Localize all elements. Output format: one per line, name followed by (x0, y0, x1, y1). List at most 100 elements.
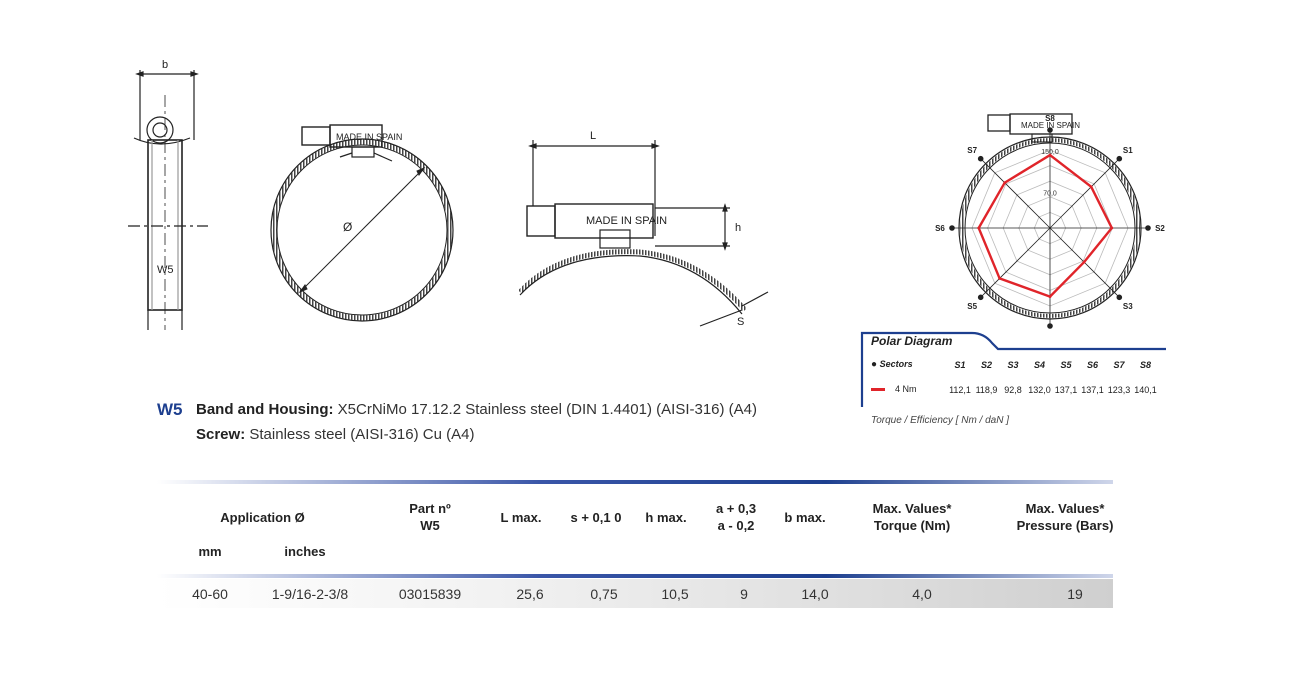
header-part-no-1: Part nº (409, 501, 451, 516)
spoke-s3 (1049, 227, 1106, 284)
header-part-no: Part nº W5 (385, 500, 475, 534)
sector-label-s4: S4 (1045, 334, 1055, 335)
header-a-2: a - 0,2 (717, 518, 755, 533)
header-h-max: h max. (645, 510, 687, 525)
header-pressure: Max. Values* Pressure (Bars) (1000, 500, 1130, 534)
header-s: s + 0,1 0 (570, 510, 622, 525)
header-torque-2: Torque (Nm) (873, 518, 951, 533)
table-mid-rule (157, 574, 1113, 578)
cell-b-max: 14,0 (801, 586, 829, 602)
polar-sectors-header: ● Sectors (871, 359, 913, 370)
series-color-swatch (871, 388, 885, 391)
header-mm: mm (198, 544, 222, 559)
spoke-ext-s3 (1104, 282, 1120, 298)
band-value: X5CrNiMo 17.12.2 Stainless steel (DIN 1.… (337, 401, 758, 418)
polar-value-7: 123,3 (1107, 385, 1131, 395)
polar-value-8: 140,1 (1134, 385, 1157, 395)
front-view-drawing (270, 124, 454, 322)
material-code: W5 (157, 400, 183, 419)
polar-value-6: 137,1 (1081, 385, 1104, 395)
header-torque-1: Max. Values* (872, 501, 952, 516)
side-view-drawing (128, 70, 208, 330)
series-point-s4 (1048, 295, 1052, 298)
series-point-s5 (998, 277, 1001, 280)
sector-label-s5: S5 (967, 302, 977, 311)
length-made-in-label: MADE IN SPAIN (586, 215, 667, 227)
series-point-s7 (1003, 181, 1007, 185)
sector-label-s2: S2 (1155, 224, 1165, 233)
technical-drawings: b W5 a Ø MADE IN SPAIN L MADE IN (128, 59, 769, 330)
series-point-s6 (977, 226, 981, 230)
header-l-max: L max. (500, 510, 542, 525)
sector-dot-s2 (1145, 225, 1151, 231)
series-label: 4 Nm (895, 384, 917, 394)
cell-s: 0,75 (590, 586, 618, 602)
polar-value-3: 92,8 (1004, 385, 1022, 395)
header-part-no-2: W5 (420, 518, 440, 533)
cell-h-max: 10,5 (661, 586, 689, 602)
header-application: Application Ø (220, 510, 305, 525)
sector-label-s7: S7 (967, 146, 977, 155)
front-made-in-label: MADE IN SPAIN (336, 132, 402, 142)
polar-header-s1: S1 (954, 360, 966, 370)
bullet-icon: ● (871, 359, 878, 370)
polar-header-s5: S5 (1060, 360, 1072, 370)
spoke-ext-s1 (1104, 158, 1120, 174)
dim-h-label: h (735, 222, 741, 234)
dim-L-label: L (590, 130, 596, 142)
sector-dot-s1 (1116, 155, 1123, 162)
spoke-ext-s7 (980, 158, 996, 174)
length-view-drawing (518, 140, 769, 327)
header-b-max: b max. (784, 510, 826, 525)
dim-b-label: b (162, 59, 168, 71)
polar-made-in-label: MADE IN SPAIN (1021, 121, 1080, 130)
polar-table-frame (860, 331, 1166, 407)
screw-value: Stainless steel (AISI-316) Cu (A4) (249, 426, 475, 443)
torque-caption: Torque / Efficiency [ Nm / daN ] (871, 415, 1010, 426)
cell-l-max: 25,6 (516, 586, 544, 602)
polar-value-5: 137,1 (1054, 385, 1078, 395)
header-a-1: a + 0,3 (715, 501, 757, 516)
sector-dot-s4 (1047, 323, 1053, 329)
table-top-rule (157, 480, 1113, 484)
sector-dot-s6 (949, 225, 955, 231)
sector-label-s3: S3 (1123, 302, 1133, 311)
screw-line: Screw: Stainless steel (AISI-316) Cu (A4… (196, 426, 474, 443)
header-a: a + 0,3 a - 0,2 (703, 500, 769, 534)
sectors-label: Sectors (879, 359, 913, 369)
spoke-s5 (994, 227, 1051, 284)
cell-part-no: 03015839 (398, 586, 462, 602)
sector-label-s1: S1 (1123, 146, 1133, 155)
polar-header-s4: S4 (1033, 360, 1045, 370)
polar-header-s6: S6 (1086, 360, 1098, 370)
polar-table-title: Polar Diagram (871, 334, 953, 348)
cell-torque: 4,0 (912, 586, 932, 602)
dim-S-label: S (737, 316, 744, 328)
series-point-s8 (1048, 153, 1052, 157)
sector-dot-s8 (1047, 127, 1053, 133)
polar-header-s8: S8 (1139, 360, 1151, 370)
cell-pressure: 19 (1067, 586, 1083, 602)
sector-dot-s5 (977, 294, 984, 301)
cell-inches: 1-9/16-2-3/8 (271, 586, 349, 602)
band-housing-line: Band and Housing: X5CrNiMo 17.12.2 Stain… (196, 401, 757, 418)
sector-dot-s7 (977, 155, 984, 162)
header-torque: Max. Values* Torque (Nm) (850, 500, 974, 534)
screw-label: Screw: (196, 426, 246, 443)
diameter-label: Ø (343, 220, 352, 234)
band-label: Band and Housing: (196, 401, 334, 418)
spoke-s1 (1049, 172, 1106, 229)
series-point-s1 (1089, 185, 1093, 189)
cell-a: 9 (740, 586, 748, 602)
polar-header-s7: S7 (1113, 360, 1125, 370)
sector-label-s8: S8 (1045, 114, 1055, 123)
header-pressure-1: Max. Values* (1025, 501, 1105, 516)
polar-header-s2: S2 (980, 360, 992, 370)
polar-value-4: 132,0 (1028, 385, 1051, 395)
series-point-s3 (1082, 260, 1086, 264)
polar-diagram-chart: MADE IN SPAIN S1S2S3S4S5S6S7S8150,070,0 (935, 113, 1165, 335)
header-pressure-2: Pressure (Bars) (1016, 518, 1114, 533)
cell-mm: 40-60 (192, 586, 228, 602)
